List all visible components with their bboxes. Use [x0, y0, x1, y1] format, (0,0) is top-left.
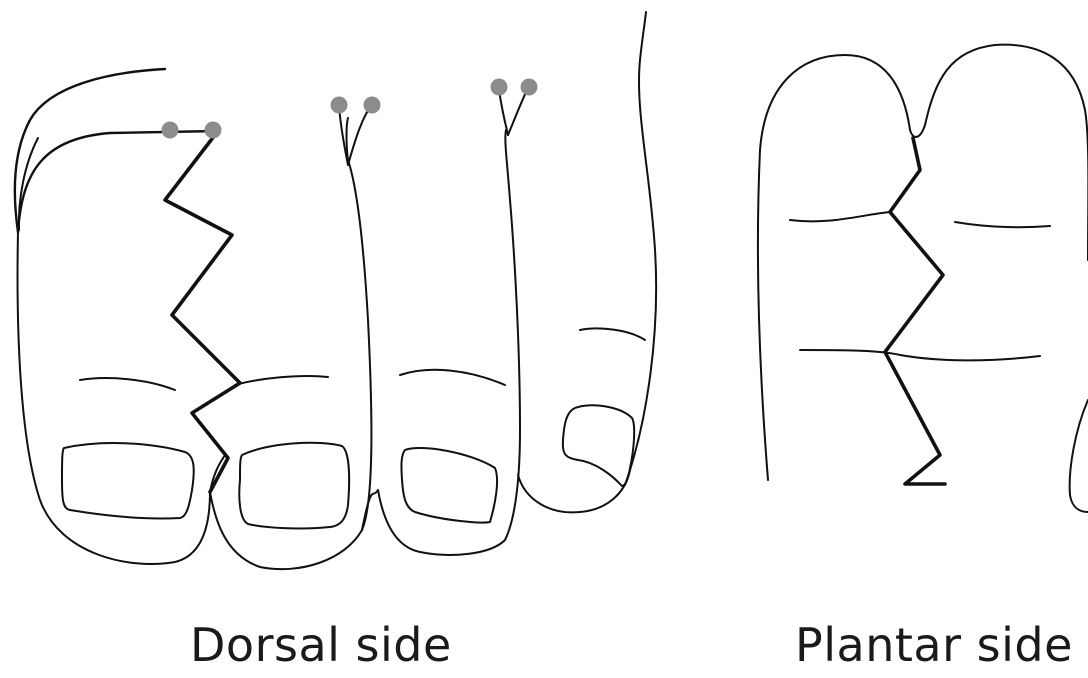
suture-marker	[331, 97, 348, 114]
flap-line-outer	[15, 69, 165, 232]
plantar-view	[758, 45, 1088, 512]
third-toe-crease	[580, 328, 645, 340]
big-toe-nail-left	[62, 443, 194, 518]
suture-marker	[162, 122, 179, 139]
suture-marker	[491, 79, 508, 96]
dorsal-view	[15, 12, 656, 569]
plantar-crease-lower	[800, 350, 1040, 360]
plantar-outline	[758, 45, 1088, 480]
big-toe-outline	[18, 118, 372, 569]
plantar-right-lobe	[1070, 400, 1088, 512]
dorsal-side-label: Dorsal side	[190, 618, 452, 672]
suture-marker	[205, 122, 222, 139]
second-toe-nail	[401, 448, 497, 523]
suture-tail-1b	[348, 106, 371, 165]
plantar-crease-upper-right	[955, 222, 1050, 227]
plantar-crease-upper-left	[790, 212, 890, 221]
dorsal-zigzag-incision	[165, 131, 240, 492]
suture-marker	[521, 79, 538, 96]
big-toe-crease-right	[235, 376, 328, 385]
big-toe-nail-right	[239, 443, 349, 529]
flap-top-edge	[18, 131, 218, 232]
third-toe-nail	[563, 405, 634, 486]
big-toe-crease-left	[80, 378, 175, 390]
suture-marker	[364, 97, 381, 114]
plantar-side-label: Plantar side	[795, 618, 1073, 672]
third-toe-outer-edge	[625, 12, 656, 485]
suture-tail-2b	[508, 88, 528, 135]
second-toe-crease	[400, 370, 505, 385]
plantar-zigzag-incision	[885, 138, 945, 484]
